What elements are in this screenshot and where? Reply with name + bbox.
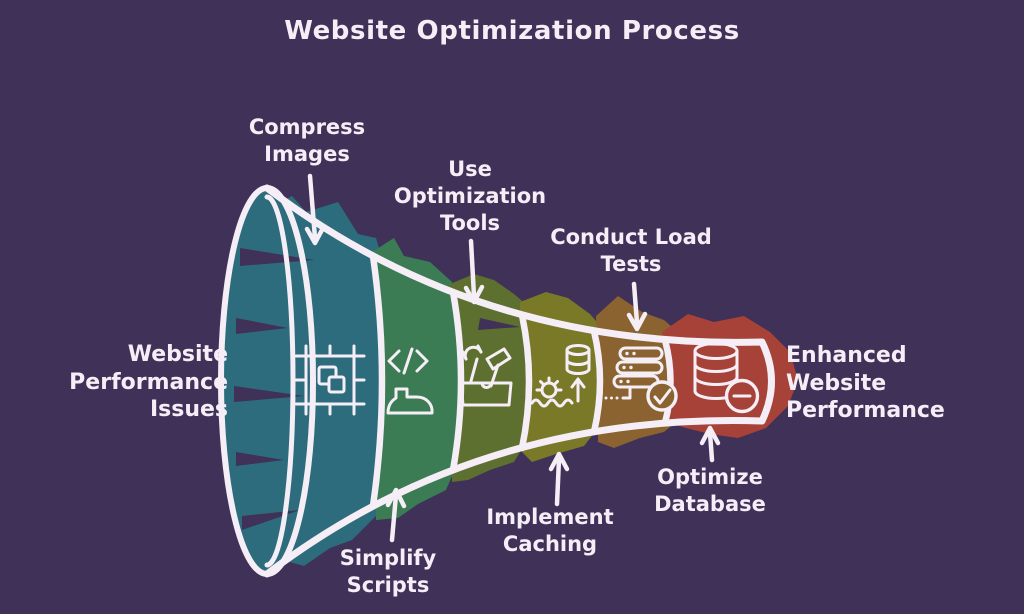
funnel-segment-optimization-tools xyxy=(453,292,529,470)
stage-label-optimize-database: Optimize Database xyxy=(654,465,766,516)
stage-label-compress-images: Compress Images xyxy=(248,115,366,166)
funnel-mouth-rim xyxy=(218,185,316,577)
funnel-divider xyxy=(590,327,604,436)
funnel-outline xyxy=(263,184,775,578)
arrow-compress-images xyxy=(304,173,326,246)
simplify-scripts-icon xyxy=(386,347,434,415)
funnel-segment-implement-caching xyxy=(522,315,600,448)
funnel-divider xyxy=(449,288,465,474)
caching-gear-icon xyxy=(530,344,591,408)
arrow-load-tests xyxy=(626,281,648,332)
funnel-mouth-inner-rim xyxy=(264,194,296,568)
server-check-icon xyxy=(604,346,678,412)
output-label-enhanced-website-performance: Enhanced Website Performance xyxy=(786,343,945,423)
stage-label-simplify-scripts: Simplify Scripts xyxy=(339,546,437,597)
arrow-implement-caching xyxy=(548,451,570,507)
database-minus-icon xyxy=(693,342,760,414)
stage-label-implement-caching: Implement Caching xyxy=(486,505,614,556)
page-title: Website Optimization Process xyxy=(284,16,740,46)
arrow-optimize-database xyxy=(699,425,721,463)
compress-images-icon xyxy=(294,344,366,416)
funnel-divider xyxy=(518,311,533,452)
annotation-arrows xyxy=(304,173,721,543)
arrow-optimization-tools xyxy=(463,238,485,305)
funnel-divider xyxy=(369,252,386,510)
funnel-linework xyxy=(218,184,775,578)
stage-label-load-tests: Conduct Load Tests xyxy=(550,225,712,276)
input-label-website-performance-issues: Website Performance Issues xyxy=(69,342,228,422)
funnel-segment-simplify-scripts xyxy=(373,256,461,506)
funnel-divider xyxy=(661,336,674,427)
stage-label-optimization-tools: Use Optimization Tools xyxy=(393,157,547,235)
funnel-segment-compress-images xyxy=(221,188,382,574)
optimization-tools-icon xyxy=(459,344,513,407)
arrow-simplify-scripts xyxy=(385,487,407,543)
